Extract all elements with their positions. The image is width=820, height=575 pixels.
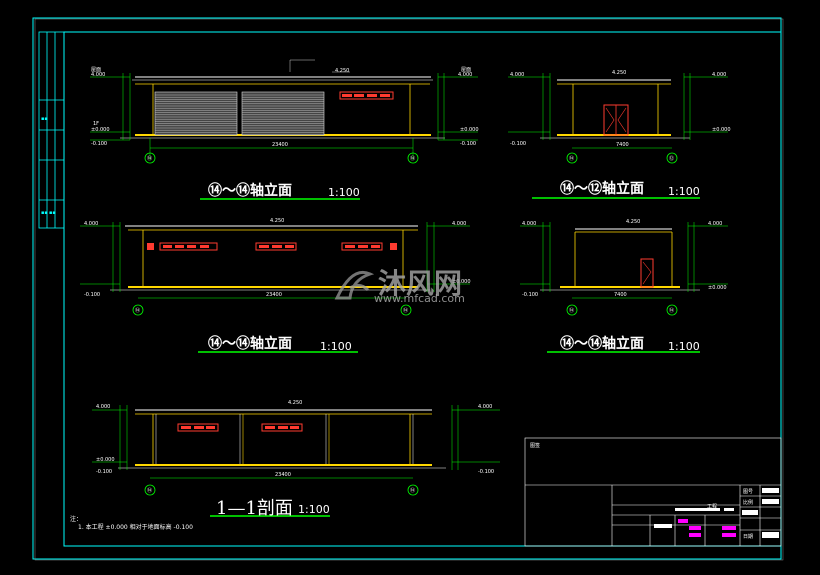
back-axis-left: ⑭ — [135, 308, 141, 314]
side2-dimension: 7400 — [614, 292, 627, 298]
section-scale: 1:100 — [298, 503, 330, 516]
back-elevation-scale: 1:100 — [320, 340, 352, 353]
side2-ridge-level: 4.250 — [626, 219, 641, 225]
front-roof-label: 屋面 — [91, 67, 102, 73]
section-axis-left: ⑭ — [147, 488, 153, 494]
title-block — [524, 437, 782, 547]
side2-elevation-scale: 1:100 — [668, 340, 700, 353]
side2-axis-left: ⑭ — [569, 308, 575, 314]
front-roof-level: 4.000 — [91, 72, 106, 78]
side1-elevation-title: ⑭～⑫轴立面 — [560, 181, 644, 197]
front-roof-label-right: 屋面 — [461, 67, 472, 73]
title-underlines — [198, 197, 700, 517]
side2-roof-level: 4.000 — [522, 221, 537, 227]
title-block-drawing-no: 图号 — [743, 489, 754, 495]
side2-elevation-title: ⑭～⑭轴立面 — [560, 336, 644, 352]
title-block-header: 图签 — [530, 443, 541, 449]
binding-strip — [38, 31, 65, 229]
svg-text:▪▪: ▪▪ — [49, 210, 56, 216]
section-ground-level: -0.100 — [96, 469, 113, 475]
front-ground-level-right: -0.100 — [460, 141, 477, 147]
back-ground-level: -0.100 — [84, 292, 101, 298]
front-elevation-scale: 1:100 — [328, 186, 360, 199]
section-floor-level: ±0.000 — [96, 457, 115, 463]
section-roof-level-right: 4.000 — [478, 404, 493, 410]
back-dimension: 23400 — [266, 292, 282, 298]
side1-roof-level: 4.000 — [510, 72, 525, 78]
back-ridge-level: 4.250 — [270, 218, 285, 224]
front-floor-level-right: ±0.000 — [460, 127, 479, 133]
side1-ground-level: -0.100 — [510, 141, 527, 147]
front-roof-level-right: 4.000 — [458, 72, 473, 78]
side1-dimension: 7400 — [616, 142, 629, 148]
front-floor-label: 1F — [93, 121, 100, 127]
section-axis-right: ⑭ — [410, 488, 416, 494]
side2-floor-level-right: ±0.000 — [708, 285, 727, 291]
side-elevation-2 — [520, 222, 728, 316]
watermark-logo — [334, 271, 375, 300]
back-roof-level-right: 4.000 — [452, 221, 467, 227]
back-floor-level-right: ±0.000 — [452, 279, 471, 285]
watermark-cn: 沐风网 — [378, 267, 463, 300]
front-floor-level: ±0.000 — [91, 127, 110, 133]
section-ground-level-right: -0.100 — [478, 469, 495, 475]
side2-axis-right: ⑭ — [669, 308, 675, 314]
section-roof-level: 4.000 — [96, 404, 111, 410]
back-elevation — [80, 222, 470, 316]
section-dimension: 23400 — [275, 472, 291, 478]
side1-roof-level-right: 4.000 — [712, 72, 727, 78]
side1-floor-level-right: ±0.000 — [712, 127, 731, 133]
front-axis-left: ⑭ — [147, 156, 153, 162]
inner-frame — [63, 31, 782, 547]
front-axis-right: ⑭ — [410, 156, 416, 162]
title-block-scale: 比例 — [743, 500, 754, 506]
side1-elevation-scale: 1:100 — [668, 185, 700, 198]
back-axis-right: ⑭ — [403, 308, 409, 314]
title-block-fills — [654, 488, 779, 538]
title-block-magenta — [678, 519, 736, 537]
front-ground-level: -0.100 — [91, 141, 108, 147]
side1-axis-right: ⑫ — [669, 156, 675, 162]
front-ridge-level: 4.250 — [335, 68, 350, 74]
section-ridge-level: 4.250 — [288, 400, 303, 406]
side1-axis-left: ⑭ — [569, 156, 575, 162]
back-roof-level: 4.000 — [84, 221, 99, 227]
svg-text:▪▪: ▪▪ — [41, 210, 48, 216]
side2-ground-level: -0.100 — [522, 292, 539, 298]
side-elevation-1 — [508, 73, 728, 164]
side2-roof-level-right: 4.000 — [708, 221, 723, 227]
note-text: 1. 本工程 ±0.000 相对于地面标高 -0.100 — [78, 524, 193, 531]
title-block-project: 工程 — [707, 504, 718, 510]
svg-text:▪▪: ▪▪ — [41, 116, 48, 122]
front-dimension: 23400 — [272, 142, 288, 148]
section-title: 1—1剖面 — [216, 498, 293, 519]
side1-ridge-level: 4.250 — [612, 70, 627, 76]
section-1-1 — [92, 405, 500, 496]
back-elevation-title: ⑭～⑭轴立面 — [208, 336, 292, 352]
title-block-date: 日期 — [743, 534, 754, 540]
watermark-url: www.mfcad.com — [374, 292, 465, 305]
front-elevation — [90, 59, 478, 164]
front-elevation-title: ⑭～⑭轴立面 — [208, 183, 292, 199]
note-label: 注： — [70, 516, 83, 523]
